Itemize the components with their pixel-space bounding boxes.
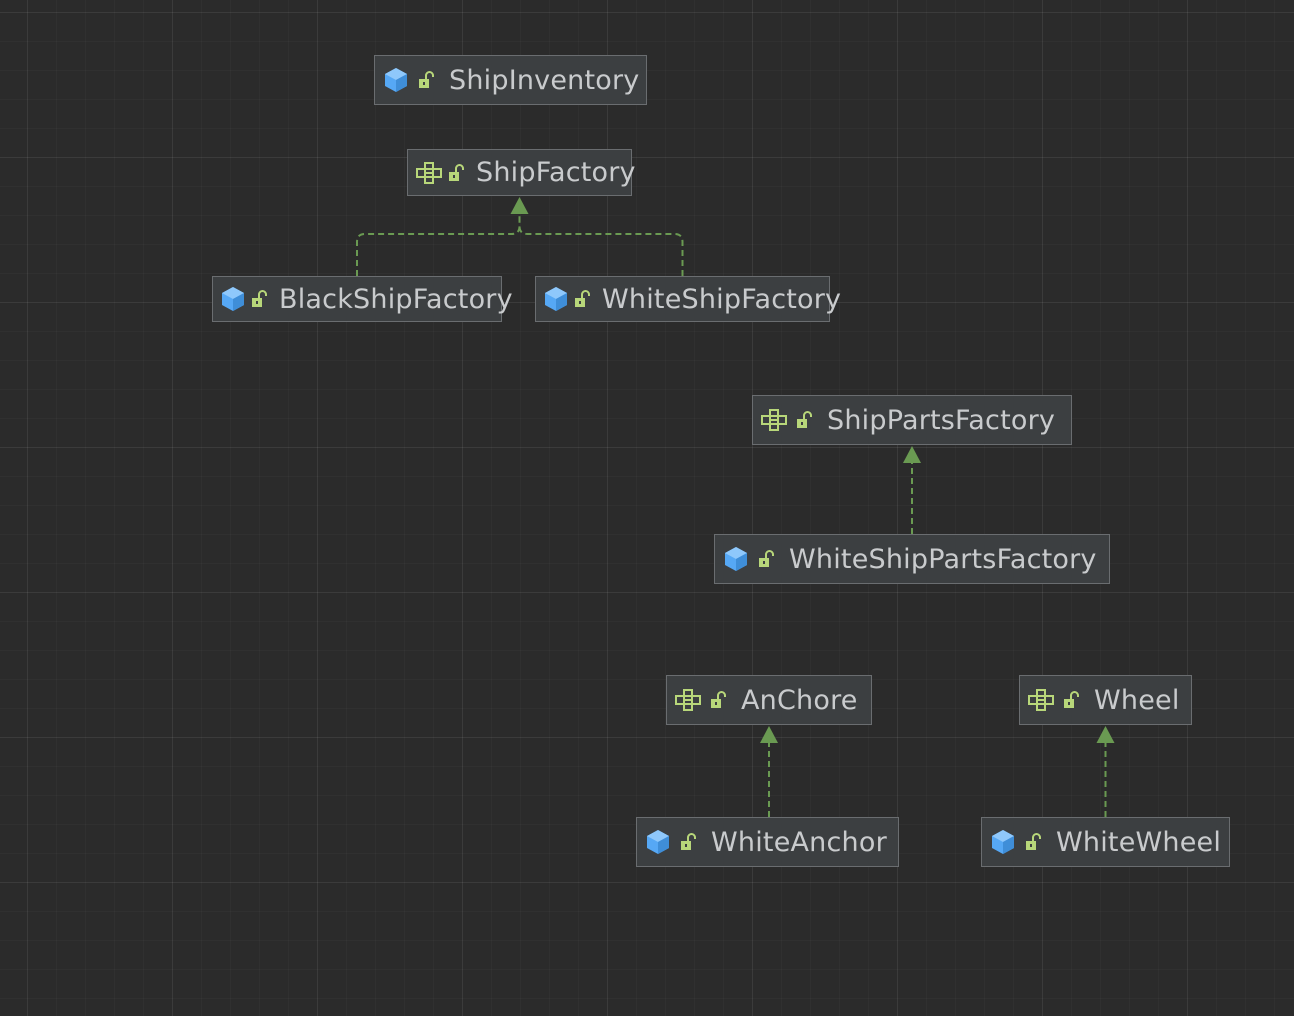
lock-icon xyxy=(677,830,699,854)
node-shipinventory[interactable]: ShipInventory xyxy=(374,55,647,105)
lock-icon xyxy=(707,688,729,712)
lock-icon xyxy=(574,287,590,311)
node-label: Wheel xyxy=(1094,684,1180,716)
node-label: WhiteShipPartsFactory xyxy=(789,543,1097,575)
implements-line xyxy=(356,214,521,276)
interface-icon xyxy=(675,687,701,713)
edge-wheel xyxy=(1096,726,1115,817)
class-icon xyxy=(990,829,1016,855)
node-label: WhiteAnchor xyxy=(711,826,887,858)
lock-icon xyxy=(251,287,267,311)
node-shipfactory[interactable]: ShipFactory xyxy=(407,149,636,196)
node-label: AnChore xyxy=(741,684,858,716)
node-label: ShipPartsFactory xyxy=(827,404,1056,436)
node-label: ShipFactory xyxy=(476,157,636,188)
class-icon xyxy=(645,829,671,855)
edge-shipfactory xyxy=(356,197,684,276)
node-shippartsfactory[interactable]: ShipPartsFactory xyxy=(752,395,1072,445)
arrowhead xyxy=(510,197,529,214)
node-label: BlackShipFactory xyxy=(279,283,513,315)
class-icon xyxy=(221,286,245,312)
interface-icon xyxy=(761,407,787,433)
node-wheel[interactable]: Wheel xyxy=(1019,675,1192,725)
node-label: ShipInventory xyxy=(449,64,640,96)
edge-shippartsfactory xyxy=(903,446,921,534)
arrowhead xyxy=(760,726,778,743)
arrowhead xyxy=(903,446,921,463)
node-whiteanchor[interactable]: WhiteAnchor xyxy=(636,817,899,867)
lock-icon xyxy=(1022,830,1044,854)
lock-icon xyxy=(755,547,777,571)
lock-icon xyxy=(415,68,437,92)
lock-icon xyxy=(793,408,815,432)
class-icon xyxy=(383,67,409,93)
class-icon xyxy=(723,546,749,572)
interface-icon xyxy=(1028,687,1054,713)
node-whitewheel[interactable]: WhiteWheel xyxy=(981,817,1230,867)
node-whiteshippartsfactory[interactable]: WhiteShipPartsFactory xyxy=(714,534,1110,584)
interface-icon xyxy=(416,160,442,186)
node-anchore[interactable]: AnChore xyxy=(666,675,872,725)
class-icon xyxy=(544,286,568,312)
node-blackshipfactory[interactable]: BlackShipFactory xyxy=(212,276,513,322)
node-label: WhiteWheel xyxy=(1056,826,1222,858)
lock-icon xyxy=(448,161,464,185)
lock-icon xyxy=(1060,688,1082,712)
implements-line xyxy=(518,214,684,276)
node-whiteshipfactory[interactable]: WhiteShipFactory xyxy=(535,276,841,322)
node-label: WhiteShipFactory xyxy=(602,283,842,315)
arrowhead xyxy=(1096,726,1115,743)
edge-anchore xyxy=(760,726,778,817)
